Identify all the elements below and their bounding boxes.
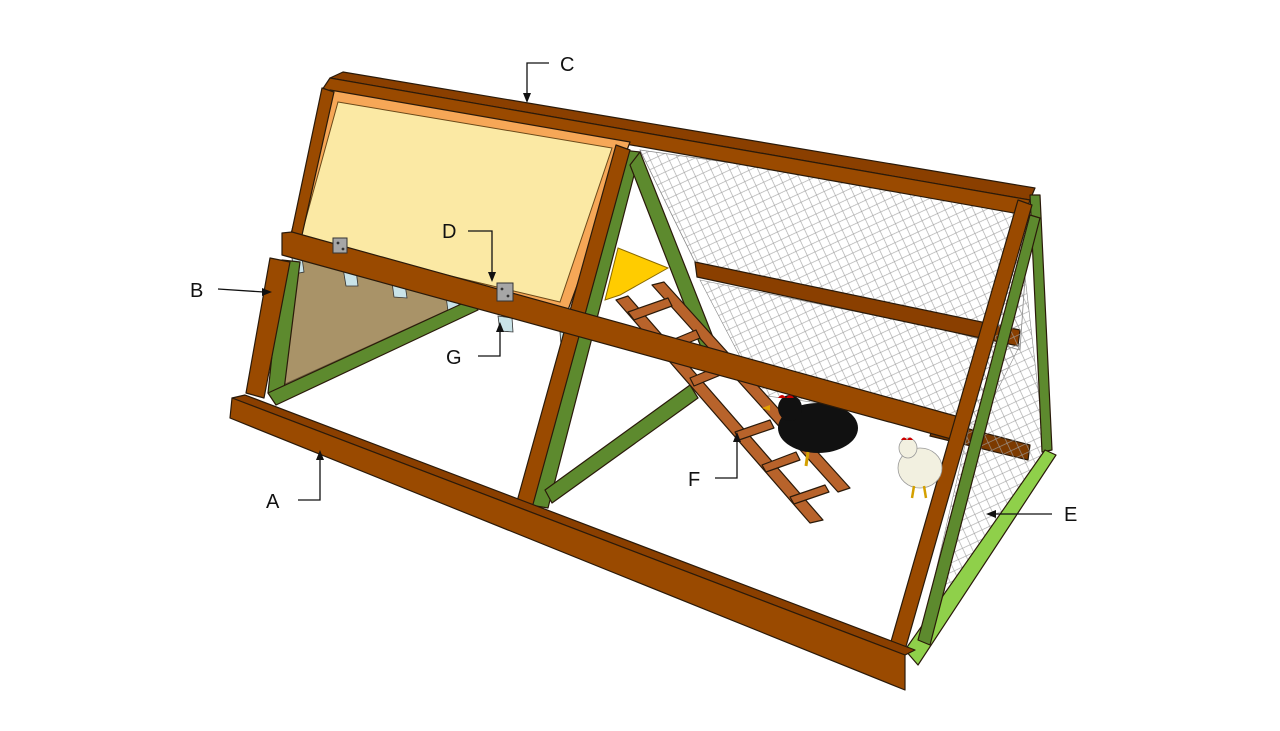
callout-label-c: C [560,54,574,76]
black-hen-icon [762,395,858,467]
callout-label-b: B [190,280,203,302]
left-green-brace [267,299,479,406]
nest-floor [604,247,670,301]
callouts: A B C D G F E [190,54,1077,526]
right-green-rafter-front [917,214,1041,646]
base-frame [229,394,916,691]
middle-green-brace [544,384,699,504]
callout-label-f: F [688,469,700,491]
right-green-rafter-back [1029,194,1053,453]
hinge-icon [332,237,514,302]
callout-label-g: G [446,347,462,369]
callout-label-e: E [1064,504,1077,526]
door-panel [299,101,613,303]
callout-label-d: D [442,221,456,243]
callout-label-a: A [266,491,280,513]
right-end-frame [889,194,1057,666]
white-hen-icon [897,437,943,499]
left-brown-rafter [245,257,291,399]
right-green-base [904,449,1057,666]
left-end-frame [245,257,479,406]
base-front-face [229,397,906,691]
